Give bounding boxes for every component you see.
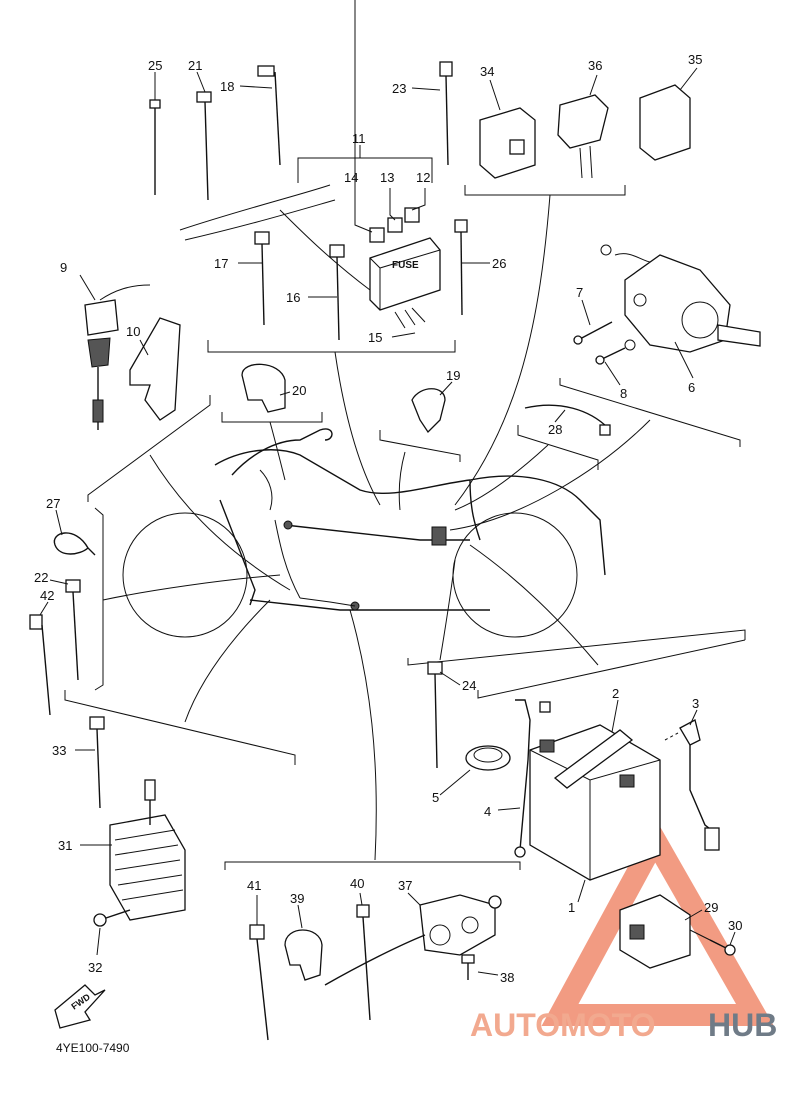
part-graphics: FUSE	[29, 61, 761, 1041]
callout-15: 15	[368, 330, 382, 345]
bolt-32	[93, 909, 131, 927]
document-code: 4YE100-7490	[56, 1041, 130, 1055]
cable-tie-42	[29, 614, 51, 716]
rectifier-31	[109, 779, 186, 921]
callout-18: 18	[220, 79, 234, 94]
callout-22: 22	[34, 570, 48, 585]
callout-10: 10	[126, 324, 140, 339]
sensor-37	[324, 894, 502, 986]
callout-25: 25	[148, 58, 162, 73]
callout-1: 1	[568, 900, 575, 915]
fuse-label: FUSE	[392, 260, 419, 271]
callout-36: 36	[588, 58, 602, 73]
cable-tie-23	[439, 61, 453, 166]
cable-tie-33	[89, 716, 105, 809]
callout-24: 24	[462, 678, 476, 693]
cable-tie-26	[454, 219, 468, 316]
clamp-39	[284, 929, 323, 981]
cable-tie-18	[257, 65, 281, 166]
watermark-part1: AUTOMOTO	[470, 1007, 655, 1043]
callout-26: 26	[492, 256, 506, 271]
watermark-part2: HUB	[708, 1007, 777, 1043]
cable-tie-25	[149, 99, 161, 195]
callout-38: 38	[500, 970, 514, 985]
callout-41: 41	[247, 878, 261, 893]
callout-leaders	[39, 0, 736, 976]
screw-8	[595, 347, 626, 365]
starter-relay-29	[619, 894, 721, 969]
cable-tie-21	[196, 91, 212, 201]
clip-27	[53, 532, 96, 556]
main-switch	[600, 244, 761, 353]
clamp-19	[411, 388, 446, 434]
bracket-10	[129, 317, 181, 421]
callout-11: 11	[352, 131, 366, 146]
cable-tie-17	[254, 231, 270, 326]
callout-17: 17	[214, 256, 228, 271]
callout-42: 42	[40, 588, 54, 603]
callout-6: 6	[688, 380, 695, 395]
callout-20: 20	[292, 383, 306, 398]
callout-3: 3	[692, 696, 699, 711]
band-5	[465, 745, 511, 771]
callout-28: 28	[548, 422, 562, 437]
callout-39: 39	[290, 891, 304, 906]
watermark-text: AUTOMOTO HUB	[470, 1007, 777, 1043]
clamp-20	[241, 363, 286, 413]
cable-4	[514, 699, 551, 858]
wire-28	[524, 404, 611, 436]
cable-tie-40	[356, 904, 371, 1021]
callout-7: 7	[576, 285, 583, 300]
fwd-arrow: FWD	[54, 984, 106, 1029]
cable-tie-24	[427, 661, 443, 769]
callout-31: 31	[58, 838, 72, 853]
relay-34	[479, 107, 536, 179]
relay-35	[639, 84, 691, 161]
sensor-9	[84, 284, 151, 430]
callout-29: 29	[704, 900, 718, 915]
callout-12: 12	[416, 170, 430, 185]
callout-16: 16	[286, 290, 300, 305]
callout-35: 35	[688, 52, 702, 67]
fuse-box: FUSE	[179, 184, 441, 329]
callout-14: 14	[344, 170, 358, 185]
cable-3	[664, 719, 720, 851]
callout-5: 5	[432, 790, 439, 805]
callout-19: 19	[446, 368, 460, 383]
callout-23: 23	[392, 81, 406, 96]
cable-tie-41	[249, 924, 269, 1041]
callout-30: 30	[728, 918, 742, 933]
callout-4: 4	[484, 804, 491, 819]
callout-37: 37	[398, 878, 412, 893]
callout-2: 2	[612, 686, 619, 701]
relay-36	[557, 94, 609, 179]
callout-40: 40	[350, 876, 364, 891]
part-number-callouts: 25 21 18 23 34 36 35 11 14 13 12 17 16 1…	[34, 52, 742, 985]
callout-33: 33	[52, 743, 66, 758]
screw-7	[573, 321, 613, 345]
cable-tie-16	[329, 244, 345, 341]
bolt-38	[461, 954, 475, 980]
callout-8: 8	[620, 386, 627, 401]
battery	[529, 724, 661, 881]
callout-9: 9	[60, 260, 67, 275]
callout-21: 21	[188, 58, 202, 73]
callout-32: 32	[88, 960, 102, 975]
callout-13: 13	[380, 170, 394, 185]
cable-tie-22	[65, 579, 81, 681]
callout-27: 27	[46, 496, 60, 511]
callout-34: 34	[480, 64, 494, 79]
motorcycle-outline	[122, 428, 606, 638]
